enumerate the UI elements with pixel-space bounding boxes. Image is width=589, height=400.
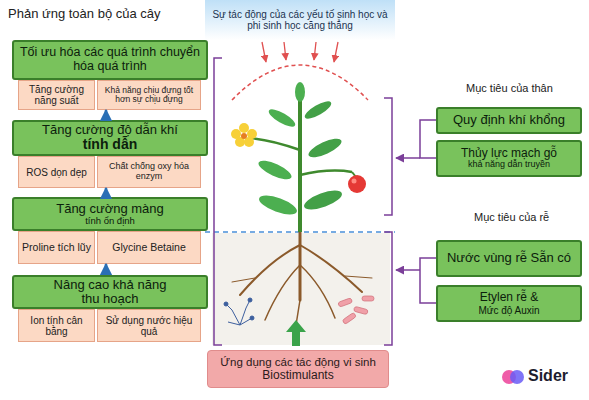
node-text: thu hoạch (78, 292, 141, 306)
flow-arrow (105, 264, 108, 275)
section-label: Phản ứng toàn bộ của cây (8, 6, 208, 21)
leader-arrow (396, 269, 420, 271)
process-box: Nâng cao khả năngthu hoạch (12, 275, 208, 309)
detail-box: Chất chống oxy hóa enzym (97, 156, 201, 188)
node-text: Tăng cường độ dẫn khí (39, 123, 181, 137)
stress-band: Sự tác động của các yếu tố sinh học và p… (205, 0, 395, 40)
process-box: Etylen rễ &Mức độ Auxin (436, 285, 582, 322)
leader-line (420, 120, 436, 158)
node-text: Sử dụng nước hiệu quả (98, 315, 200, 337)
node-text: ROS dọn dẹp (23, 167, 90, 178)
fungi-symbol (224, 298, 254, 325)
node-text: Chất chống oxy hóa enzym (98, 162, 200, 182)
node-text: khả năng dẫn truyền (465, 160, 553, 170)
detail-box: Ion tính cân bằng (18, 309, 95, 342)
node-text: tính dẫn (80, 137, 140, 152)
watermark-logo (502, 370, 524, 384)
bracket (384, 98, 392, 215)
node-text: Proline tích lũy (19, 242, 94, 254)
leader-arrow (396, 157, 420, 159)
node-text: Nước vùng rễ Sẵn có (444, 251, 574, 265)
leader-line (420, 258, 436, 303)
node-text: Khả năng chịu đựng tốt hơn sự chịu đựng (98, 86, 200, 105)
node-text: Tăng cường màng (53, 202, 167, 216)
soil-area (212, 233, 390, 345)
node-text: Tăng cường năng suất (19, 84, 94, 106)
bracket (384, 232, 392, 345)
process-box: Thủy lực mạch gỗkhả năng dẫn truyền (436, 140, 582, 177)
node-text: Quy định khí khổng (450, 113, 568, 127)
up-arrow (286, 320, 306, 346)
process-box: Quy định khí khổng (436, 107, 582, 134)
process-box: Tăng cường độ dẫn khítính dẫn (12, 120, 208, 156)
node-text: Glycine Betaine (109, 242, 189, 254)
plant-shoot (231, 82, 366, 232)
process-box: Nước vùng rễ Sẵn có (436, 240, 582, 277)
node-text: Tối ưu hóa các quá trình chuyển hóa quá … (14, 46, 206, 74)
process-box: Tăng cường màngtính ổn định (12, 197, 208, 231)
node-text: tính ổn định (82, 216, 138, 226)
node-text: Etylen rễ & (477, 291, 542, 304)
stress-arrow (284, 42, 286, 60)
detail-box: ROS dọn dẹp (18, 156, 95, 188)
process-box: Ứng dụng các tác động vi sinhBiostimulan… (207, 350, 389, 388)
stress-arrow (314, 42, 316, 60)
detail-box: Proline tích lũy (18, 231, 95, 264)
watermark: Sider (528, 367, 578, 385)
detail-box: Glycine Betaine (97, 231, 201, 264)
node-text: Mức độ Auxin (475, 305, 542, 316)
section-label: Mục tiêu của rễ (474, 211, 589, 223)
bracket (214, 58, 222, 345)
roots (232, 232, 372, 325)
node-text: Thủy lực mạch gỗ (458, 147, 560, 160)
stress-arrow (334, 42, 338, 62)
flow-arrow (105, 110, 108, 120)
bacteria-symbol (338, 296, 374, 324)
node-text: Biostimulants (259, 369, 336, 382)
node-text: Ion tính cân bằng (19, 315, 94, 337)
flow-arrow (105, 188, 108, 197)
section-label: Mục tiêu của thân (466, 82, 586, 94)
detail-box: Sử dụng nước hiệu quả (97, 309, 201, 342)
process-box: Tối ưu hóa các quá trình chuyển hóa quá … (12, 40, 208, 80)
detail-box: Tăng cường năng suất (18, 80, 95, 110)
node-text: Nâng cao khả năng (51, 278, 170, 292)
detail-box: Khả năng chịu đựng tốt hơn sự chịu đựng (97, 80, 201, 110)
node-text: Ứng dụng các tác động vi sinh (217, 356, 379, 369)
node-text: Sự tác động của các yếu tố sinh học và p… (205, 9, 395, 31)
stress-arrow (262, 42, 266, 62)
